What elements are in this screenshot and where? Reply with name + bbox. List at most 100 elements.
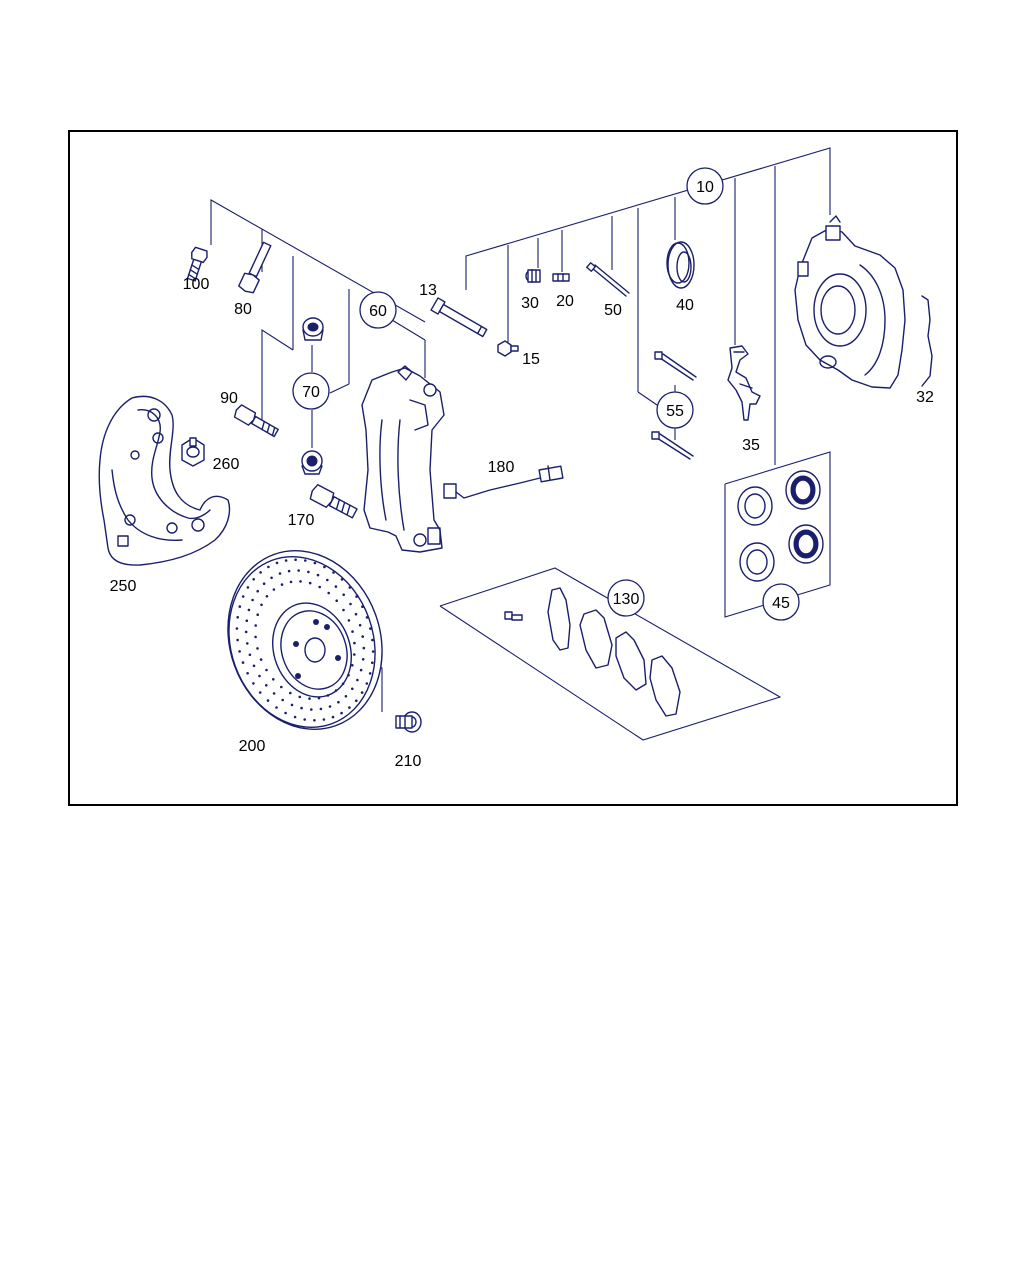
disc-drill-hole bbox=[275, 561, 279, 565]
callout-170: 170 bbox=[288, 512, 315, 529]
disc-drill-hole bbox=[272, 678, 275, 681]
caliper-housing-10 bbox=[794, 215, 906, 389]
disc-drill-hole bbox=[270, 576, 273, 580]
disc-drill-hole bbox=[351, 630, 354, 633]
disc-drill-hole bbox=[303, 718, 307, 721]
disc-drill-hole bbox=[238, 605, 242, 608]
callout-250: 250 bbox=[110, 578, 137, 595]
callouts: 10 60 70 55 45 130 100 80 13 15 30 20 50… bbox=[110, 167, 934, 770]
disc-drill-hole bbox=[284, 711, 287, 715]
wear-sensor-180 bbox=[443, 465, 564, 499]
callout-200: 200 bbox=[239, 738, 266, 755]
disc-drill-hole bbox=[371, 661, 374, 664]
svg-text:70: 70 bbox=[302, 384, 320, 401]
disc-drill-hole bbox=[355, 595, 358, 598]
disc-drill-hole bbox=[356, 678, 359, 682]
callout-100: 100 bbox=[183, 276, 210, 293]
bolt-80 bbox=[238, 241, 272, 294]
disc-drill-hole bbox=[368, 672, 372, 675]
callout-45: 45 bbox=[762, 583, 800, 621]
disc-drill-hole bbox=[260, 603, 263, 607]
disc-drill-hole bbox=[248, 653, 252, 657]
disc-drill-hole bbox=[298, 695, 302, 699]
disc-drill-hole bbox=[256, 589, 260, 593]
disc-drill-hole bbox=[322, 718, 326, 721]
disc-drill-hole bbox=[290, 703, 294, 707]
disc-drill-hole bbox=[317, 696, 321, 700]
disc-drill-hole bbox=[353, 641, 356, 645]
svg-text:130: 130 bbox=[613, 591, 640, 608]
disc-drill-hole bbox=[326, 694, 330, 697]
disc-drill-hole bbox=[272, 588, 276, 591]
seal-kit-45 bbox=[737, 470, 824, 582]
svg-text:60: 60 bbox=[369, 303, 387, 320]
spring-35 bbox=[727, 345, 761, 421]
disc-drill-hole bbox=[265, 668, 268, 672]
disc-drill-hole bbox=[254, 635, 257, 639]
screw-210 bbox=[395, 711, 422, 733]
disc-drill-hole bbox=[344, 695, 348, 698]
bleed-screw-20 bbox=[552, 273, 570, 282]
disc-drill-hole bbox=[326, 578, 329, 582]
disc-drill-hole bbox=[265, 595, 269, 598]
disc-drill-hole bbox=[304, 559, 307, 562]
disc-drill-hole bbox=[287, 569, 291, 573]
clip-32 bbox=[921, 295, 933, 387]
disc-drill-hole bbox=[313, 561, 317, 565]
disc-drill-hole bbox=[278, 572, 282, 575]
disc-drill-hole bbox=[259, 658, 263, 661]
disc-drill-hole bbox=[349, 602, 352, 606]
guide-pin-13 bbox=[430, 297, 488, 338]
disc-drill-hole bbox=[351, 687, 354, 691]
disc-drill-hole bbox=[342, 608, 345, 612]
bolt-90 bbox=[233, 404, 279, 438]
brake-disc-200 bbox=[227, 550, 383, 730]
disc-drill-hole bbox=[236, 616, 239, 619]
disc-drill-hole bbox=[266, 699, 270, 702]
pin-50 bbox=[586, 262, 630, 297]
disc-drill-hole bbox=[252, 664, 256, 668]
seal-40 bbox=[666, 241, 695, 289]
callout-35: 35 bbox=[742, 437, 760, 454]
disc-drill-hole bbox=[241, 661, 245, 664]
disc-drill-hole bbox=[280, 583, 284, 586]
disc-drill-hole bbox=[347, 619, 351, 622]
disc-drill-hole bbox=[371, 638, 374, 642]
disc-drill-hole bbox=[334, 689, 338, 692]
disc-drill-hole bbox=[275, 706, 278, 709]
disc-drill-hole bbox=[299, 580, 302, 583]
svg-text:55: 55 bbox=[666, 403, 684, 420]
callout-80: 80 bbox=[234, 301, 252, 318]
disc-drill-hole bbox=[358, 623, 362, 627]
disc-drill-hole bbox=[280, 685, 283, 689]
bolt-100 bbox=[186, 246, 208, 282]
callout-90: 90 bbox=[220, 390, 238, 407]
disc-drill-hole bbox=[289, 691, 292, 695]
disc-drill-hole bbox=[247, 608, 251, 612]
disc-drill-hole bbox=[359, 668, 363, 672]
disc-drill-hole bbox=[284, 559, 288, 562]
leader-lines bbox=[210, 147, 831, 741]
callout-210: 210 bbox=[395, 753, 422, 770]
callout-15: 15 bbox=[522, 351, 540, 368]
disc-drill-hole bbox=[355, 699, 358, 702]
callout-180: 180 bbox=[488, 459, 515, 476]
disc-drill-hole bbox=[259, 571, 262, 574]
disc-drill-hole bbox=[310, 708, 313, 711]
callout-260: 260 bbox=[213, 456, 240, 473]
disc-drill-hole bbox=[361, 635, 365, 638]
disc-drill-hole bbox=[236, 638, 239, 642]
disc-drill-hole bbox=[308, 697, 311, 700]
disc-drill-hole bbox=[342, 593, 346, 596]
disc-drill-hole bbox=[297, 569, 301, 572]
disc-drill-hole bbox=[360, 691, 364, 694]
cap-30 bbox=[525, 269, 541, 283]
disc-drill-hole bbox=[308, 581, 312, 585]
disc-drill-hole bbox=[351, 664, 354, 667]
bolt-170 bbox=[309, 484, 358, 519]
disc-drill-hole bbox=[281, 698, 285, 702]
nut-70-upper bbox=[302, 317, 324, 341]
disc-drill-hole bbox=[361, 658, 365, 661]
disc-drill-hole bbox=[335, 599, 339, 602]
disc-drill-hole bbox=[316, 573, 320, 577]
